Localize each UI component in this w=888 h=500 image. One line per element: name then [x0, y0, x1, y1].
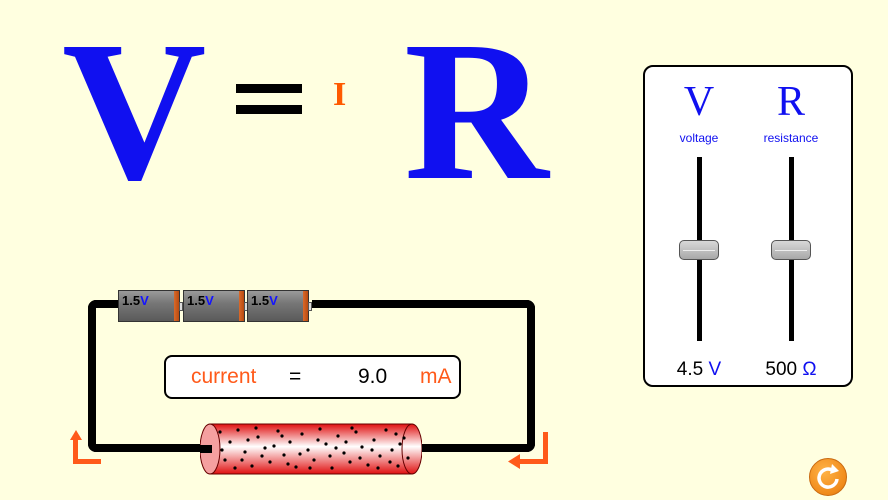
battery-1: 1.5V	[118, 290, 183, 322]
equation-equals-sign	[236, 84, 302, 114]
wire-top-right	[312, 300, 535, 308]
voltage-symbol: V	[683, 79, 715, 125]
current-arrow-left-icon	[70, 430, 101, 464]
current-value: 9.0	[358, 365, 388, 388]
resistor	[200, 423, 422, 475]
current-readout: current = 9.0 mA	[164, 355, 461, 399]
resistance-slider-thumb[interactable]	[771, 240, 811, 260]
current-label: current	[191, 365, 257, 388]
resistance-readout: 500 Ω	[741, 359, 841, 381]
current-unit: mA	[420, 365, 452, 388]
current-equals: =	[289, 365, 302, 388]
resistance-control: R resistance 500 Ω	[741, 67, 841, 385]
resistance-label: resistance	[763, 131, 819, 145]
reset-button[interactable]	[809, 458, 847, 496]
current-arrow-right-icon	[508, 432, 548, 469]
battery-3-unit: V	[269, 293, 278, 308]
equation-r: R	[404, 1, 549, 222]
control-panel: V voltage 4.5 V R resistance 500 Ω	[643, 65, 853, 387]
battery-2-unit: V	[205, 293, 214, 308]
reset-icon	[817, 464, 839, 489]
battery-1-unit: V	[140, 293, 149, 308]
voltage-readout: 4.5 V	[649, 359, 749, 381]
equation-i: I	[333, 76, 347, 113]
resistance-value: 500	[765, 359, 798, 380]
resistance-unit: Ω	[802, 359, 817, 380]
battery-3-value: 1.5	[251, 293, 270, 308]
voltage-slider-thumb[interactable]	[679, 240, 719, 260]
wire-top-left	[88, 300, 120, 308]
battery-2-value: 1.5	[187, 293, 206, 308]
wire-bottom-right	[420, 444, 535, 452]
voltage-unit: V	[708, 359, 722, 380]
resistance-symbol: R	[776, 79, 805, 125]
battery-2: 1.5V	[183, 290, 248, 322]
wire-bottom-left	[88, 444, 213, 452]
voltage-control: V voltage 4.5 V	[649, 67, 749, 385]
battery-1-value: 1.5	[122, 293, 141, 308]
voltage-value: 4.5	[676, 359, 704, 380]
wire-left	[88, 300, 96, 452]
equation-v: V	[62, 1, 207, 222]
wire-right	[527, 300, 535, 452]
battery-3: 1.5V	[247, 290, 312, 322]
voltage-label: voltage	[679, 131, 719, 145]
